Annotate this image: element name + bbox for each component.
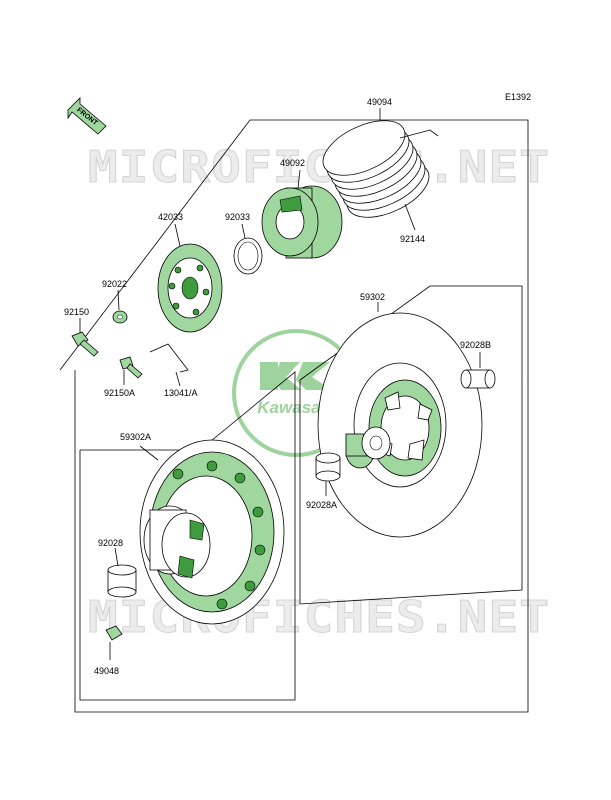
circlip-92033: 92033: [225, 212, 263, 275]
label-92033: 92033: [225, 212, 250, 222]
watermark-top: MICROFICHES.NET: [88, 142, 550, 193]
sheave-59302a: [139, 439, 285, 625]
label-92150: 92150: [64, 307, 89, 317]
label-59302a: 59302A: [120, 432, 151, 442]
group-49094-outline: 49094: [59, 97, 529, 713]
kawasaki-logo: Kawasaki: [232, 329, 360, 457]
bushing-92028: 92028: [98, 538, 137, 598]
plate-13041a: 13041/A: [149, 343, 198, 398]
kawasaki-logo-text: Kawasaki: [257, 398, 336, 417]
label-49092: 49092: [280, 158, 305, 168]
bushing-92028a: 92028A: [306, 452, 341, 510]
washer-92022: 92022: [102, 279, 128, 324]
label-92028: 92028: [98, 538, 123, 548]
slider-49048: 49048: [94, 625, 123, 676]
bolt-92150a: 92150A: [104, 356, 143, 398]
label-49048: 49048: [94, 666, 119, 676]
spring-92144: 92144: [322, 120, 439, 244]
diagram-code: E1392: [505, 92, 531, 102]
group-59302-outline: 59302: [299, 285, 523, 605]
label-92022: 92022: [102, 279, 127, 289]
label-92028a: 92028A: [306, 500, 337, 510]
label-49094: 49094: [367, 97, 392, 107]
cam-49092: 49092: [261, 158, 343, 259]
watermark-bottom: MICROFICHES.NET: [88, 592, 550, 643]
plate-42033: 42033: [157, 212, 223, 333]
label-92150a: 92150A: [104, 388, 135, 398]
label-92028b: 92028B: [460, 340, 491, 350]
label-13041a: 13041/A: [164, 388, 198, 398]
sheave-59302: [317, 312, 483, 538]
bushing-92028b: 92028B: [460, 340, 496, 389]
label-59302: 59302: [360, 292, 385, 302]
front-arrow-icon: FRONT: [67, 97, 107, 135]
bolt-92150: 92150: [64, 307, 99, 357]
label-42033: 42033: [158, 212, 183, 222]
label-92144: 92144: [400, 234, 425, 244]
